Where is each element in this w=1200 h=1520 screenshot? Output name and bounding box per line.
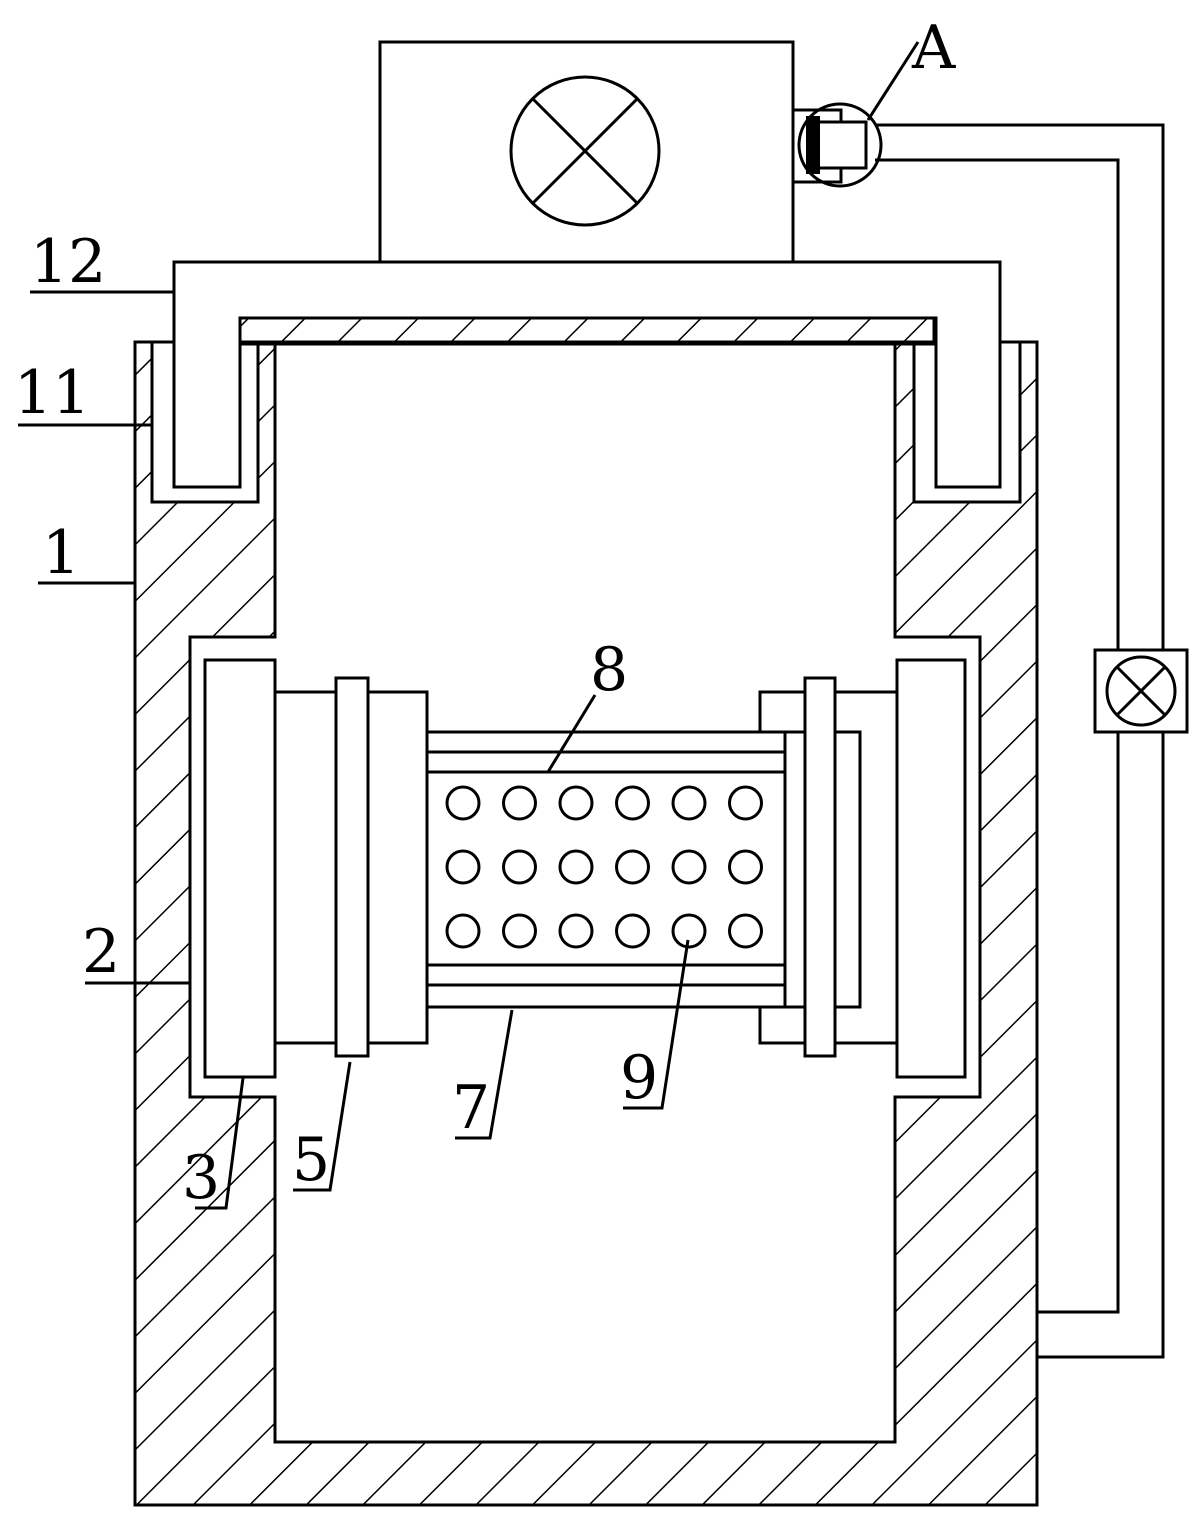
perforation-hole: [728, 849, 763, 885]
fan-icon: [509, 75, 661, 227]
perforation-hole: [445, 785, 481, 821]
label-3: 3: [182, 1143, 220, 1213]
label-9: 9: [620, 1043, 658, 1113]
perforation-holes: [445, 785, 763, 949]
cover-frame: [172, 260, 1002, 489]
leader-lines: [18, 41, 920, 1210]
fan-unit: [378, 40, 795, 264]
clamp-assembly: [203, 658, 967, 1079]
perforated-roller: [425, 730, 787, 1009]
pump-icon: [1105, 655, 1177, 727]
label-8: 8: [590, 635, 628, 705]
perforation-hole: [558, 849, 594, 885]
right-flange: [803, 676, 837, 1058]
label-a: A: [911, 13, 956, 83]
perforation-hole: [671, 849, 707, 885]
perforation-hole: [671, 913, 707, 949]
circulation-pipe: [875, 123, 1189, 1359]
label-12: 12: [30, 227, 106, 297]
perforation-hole: [615, 849, 650, 885]
detail-a-circle: [797, 102, 883, 188]
perforation-hole: [502, 849, 537, 885]
label-5: 5: [292, 1125, 330, 1195]
detail-a-connector: [791, 102, 883, 188]
perforation-hole: [671, 785, 707, 821]
left-flange: [334, 676, 370, 1058]
part-labels: 12 11 1 2 3 5 7 8 9 A: [14, 13, 956, 1213]
perforation-hole: [558, 913, 594, 949]
perforation-hole: [728, 785, 763, 821]
label-1: 1: [42, 518, 80, 588]
label-2: 2: [82, 917, 120, 987]
perforation-hole: [445, 849, 481, 885]
perforation-hole: [615, 785, 650, 821]
top-hatched-plate: [238, 316, 936, 346]
perforation-hole: [445, 913, 481, 949]
perforation-hole: [728, 913, 763, 949]
left-slide-frame: [203, 658, 277, 1079]
perforation-hole: [502, 913, 537, 949]
perforation-hole: [615, 913, 650, 949]
label-11: 11: [14, 358, 90, 428]
label-7: 7: [452, 1073, 490, 1143]
perforation-hole: [558, 785, 594, 821]
right-slide-frame: [895, 658, 967, 1079]
perforation-hole: [502, 785, 537, 821]
